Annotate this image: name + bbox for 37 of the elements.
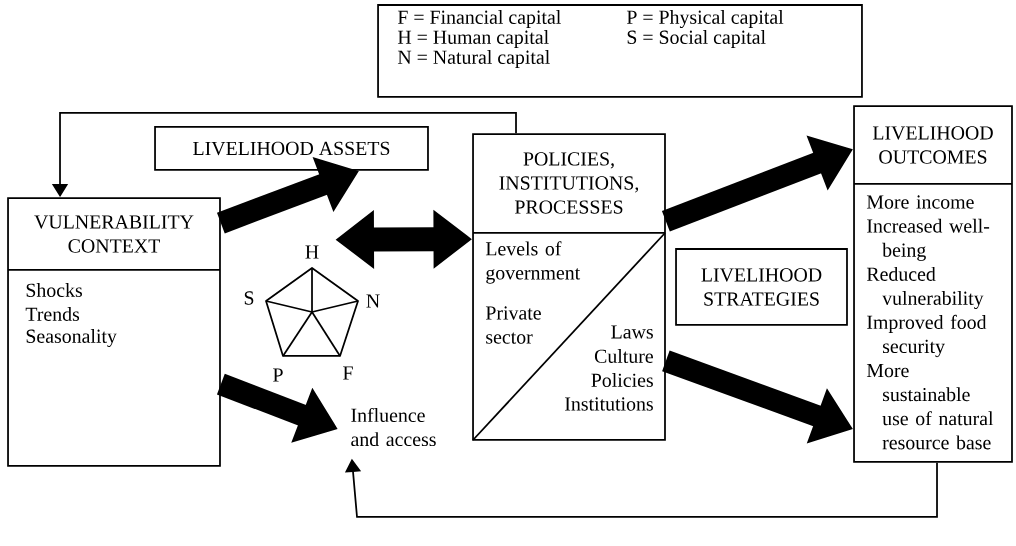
pentagon-letter: N xyxy=(366,294,380,308)
outcomes-box xyxy=(853,105,1013,463)
assets-box xyxy=(154,126,429,171)
key-entry: N = Natural capital xyxy=(397,50,550,68)
strategies-box xyxy=(675,248,848,326)
list-item: Trends xyxy=(25,307,80,321)
key-entry: P = Physical capital xyxy=(626,9,784,28)
pentagon-letter: S xyxy=(244,291,254,305)
box-title: LIVELIHOOD OUTCOMES xyxy=(872,126,993,164)
list-item: Policies xyxy=(591,373,653,387)
key-entry: F = Financial capital xyxy=(397,10,561,28)
influence-text: Influence and access xyxy=(351,407,436,447)
box-title: LIVELIHOOD ASSETS xyxy=(193,141,390,156)
list-item: Seasonality xyxy=(26,328,117,347)
context-box xyxy=(7,197,221,467)
box-title: VULNERABILITY CONTEXT xyxy=(34,215,194,253)
key-entry: S = Social capital xyxy=(627,30,766,48)
asset-pentagon xyxy=(244,245,380,382)
outcome-item: Improved food security xyxy=(867,314,987,358)
list-item: Culture xyxy=(594,349,653,363)
pentagon-letter: P xyxy=(273,368,283,382)
outcome-item: More sustainable use of natural resource base xyxy=(866,364,994,450)
outcome-item: Reduced vulnerability xyxy=(866,266,984,310)
list-item: Laws xyxy=(611,325,653,339)
list-item: Levels of government xyxy=(485,241,581,284)
box-title: LIVELIHOOD STRATEGIES xyxy=(701,268,822,306)
pentagon-letter: H xyxy=(305,245,319,259)
outcome-item: Increased well-being xyxy=(867,218,990,261)
outcome-item: More income xyxy=(866,195,974,209)
box-title: POLICIES, INSTITUTIONS, PROCESSES xyxy=(499,152,639,214)
pentagon-letter: F xyxy=(343,366,353,380)
key-entry: H = Human capital xyxy=(397,30,549,48)
list-item: Private sector xyxy=(485,306,541,344)
list-item: Institutions xyxy=(565,397,653,411)
policies-box xyxy=(472,133,666,441)
key-box xyxy=(377,4,863,98)
list-item: Shocks xyxy=(26,283,82,297)
